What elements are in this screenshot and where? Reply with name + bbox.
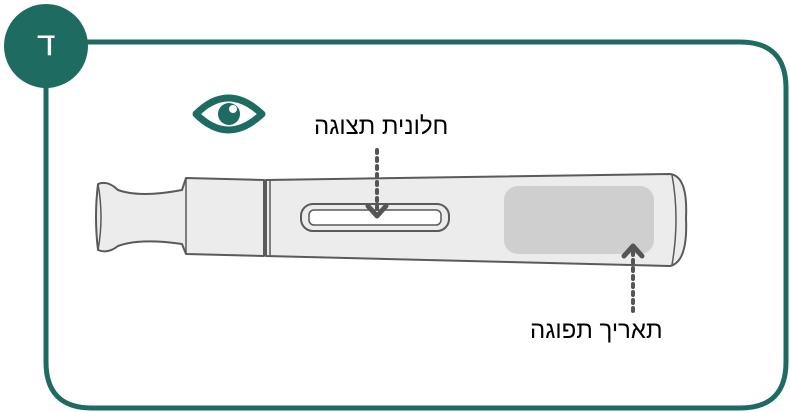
step-number: ד <box>36 23 56 64</box>
expiry-date-label: תאריך תפוגה <box>530 317 663 344</box>
step-badge: ד <box>4 4 88 88</box>
step-frame <box>43 39 789 411</box>
viewing-window-label: חלונית תצוגה <box>314 113 449 140</box>
expiry-date-arrow <box>621 243 645 314</box>
expiry-label-area <box>504 186 654 254</box>
viewing-window-arrow <box>365 148 389 219</box>
eye-icon <box>192 94 266 134</box>
pen-cap <box>95 177 265 257</box>
